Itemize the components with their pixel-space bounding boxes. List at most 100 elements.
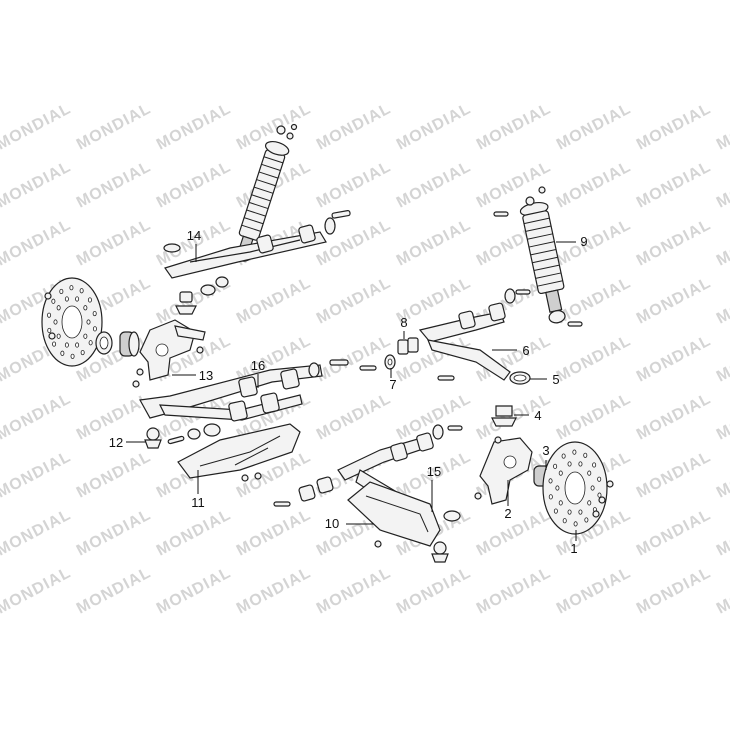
- callout-number: 2: [504, 506, 511, 521]
- disc-hole: [573, 521, 578, 527]
- disc-hole: [80, 349, 85, 356]
- watermark-text: MONDIAL: [154, 506, 234, 559]
- disc-hole: [555, 485, 560, 491]
- watermark-text: MONDIAL: [154, 158, 234, 211]
- watermark-text: MONDIAL: [314, 564, 394, 617]
- callout-number: 12: [109, 435, 123, 450]
- skid-plate-icon: [347, 481, 441, 548]
- watermark-text: MONDIAL: [554, 390, 634, 443]
- watermark-text: MONDIAL: [554, 100, 634, 153]
- bushing-icon: [397, 337, 419, 355]
- disc-hole: [83, 333, 88, 339]
- disc-hole: [592, 462, 597, 468]
- disc-hole: [584, 517, 589, 523]
- disc-hole: [47, 312, 52, 318]
- callout-number: 6: [522, 343, 529, 358]
- watermark-text: MONDIAL: [314, 158, 394, 211]
- disc-hole: [86, 319, 91, 325]
- callout-8: 8: [400, 315, 408, 339]
- callout-number: 7: [389, 377, 396, 392]
- watermark-text: MONDIAL: [394, 100, 474, 153]
- disc-hole: [75, 342, 80, 348]
- watermark-text: MONDIAL: [0, 506, 74, 559]
- watermark-text: MONDIAL: [714, 390, 730, 443]
- disc-hole: [590, 485, 595, 491]
- disc-hole: [587, 470, 592, 476]
- watermark-text: MONDIAL: [634, 216, 714, 269]
- watermark-text: MONDIAL: [714, 564, 730, 617]
- upper-a-arm-icon: [163, 210, 351, 296]
- callout-number: 16: [251, 358, 265, 373]
- disc-hole: [567, 509, 572, 515]
- watermark-text: MONDIAL: [714, 274, 730, 327]
- callout-7: 7: [389, 368, 397, 392]
- disc-hole: [79, 288, 84, 294]
- lower-a-arm-icon: [139, 359, 349, 445]
- wheel-bearing-icon: [95, 331, 140, 357]
- disc-hole: [51, 298, 56, 304]
- callout-number: 11: [191, 495, 205, 510]
- watermark-text: MONDIAL: [394, 564, 474, 617]
- watermark-text: MONDIAL: [74, 564, 154, 617]
- watermark-text: MONDIAL: [634, 506, 714, 559]
- disc-hole: [52, 341, 57, 347]
- disc-hole: [583, 452, 588, 458]
- disc-hole: [47, 327, 52, 334]
- watermark-text: MONDIAL: [394, 158, 474, 211]
- disc-hole: [578, 461, 583, 467]
- watermark-text: MONDIAL: [634, 390, 714, 443]
- watermark-text: MONDIAL: [0, 448, 74, 501]
- watermark-text: MONDIAL: [234, 506, 314, 559]
- disc-hole: [572, 449, 577, 455]
- shock-absorber-icon: [493, 186, 583, 327]
- callout-number: 15: [427, 464, 441, 479]
- watermark-text: MONDIAL: [0, 390, 74, 443]
- disc-hole: [69, 285, 74, 291]
- disc-hole: [553, 463, 558, 469]
- ball-joint-icon: [175, 291, 197, 315]
- callout-11: 11: [191, 470, 205, 510]
- disc-hole: [558, 470, 563, 476]
- watermark-text: MONDIAL: [554, 216, 634, 269]
- callout-5: 5: [530, 372, 560, 387]
- watermark-text: MONDIAL: [634, 158, 714, 211]
- watermark-text: MONDIAL: [634, 100, 714, 153]
- watermark-text: MONDIAL: [554, 564, 634, 617]
- watermark-text: MONDIAL: [234, 564, 314, 617]
- disc-hole: [92, 310, 97, 317]
- callout-number: 1: [570, 541, 577, 556]
- watermark-text: MONDIAL: [554, 332, 634, 385]
- disc-hole: [587, 500, 592, 506]
- callout-10: 10: [325, 516, 374, 531]
- watermark-text: MONDIAL: [74, 158, 154, 211]
- callout-12: 12: [109, 435, 146, 450]
- watermark-text: MONDIAL: [474, 506, 554, 559]
- watermark-text: MONDIAL: [74, 506, 154, 559]
- watermark-text: MONDIAL: [714, 158, 730, 211]
- callout-number: 9: [580, 234, 587, 249]
- callout-16: 16: [251, 358, 265, 388]
- watermark-text: MONDIAL: [474, 100, 554, 153]
- disc-hole: [562, 518, 567, 524]
- watermark-text: MONDIAL: [634, 274, 714, 327]
- disc-hole: [567, 461, 572, 467]
- ball-joint-icon: [144, 427, 162, 449]
- upper-a-arm-icon: [418, 288, 531, 381]
- watermark-text: MONDIAL: [154, 100, 234, 153]
- watermark-text: MONDIAL: [714, 100, 730, 153]
- disc-hole: [578, 509, 583, 515]
- disc-hole: [553, 508, 558, 514]
- watermark-text: MONDIAL: [0, 564, 74, 617]
- callout-number: 4: [534, 408, 541, 423]
- watermark-text: MONDIAL: [714, 332, 730, 385]
- callout-6: 6: [492, 343, 530, 358]
- ball-joint-icon: [491, 405, 517, 427]
- watermark-text: MONDIAL: [474, 390, 554, 443]
- watermark-text: MONDIAL: [234, 274, 314, 327]
- watermark-text: MONDIAL: [554, 158, 634, 211]
- callout-number: 10: [325, 516, 339, 531]
- steering-knuckle-icon: [132, 319, 206, 388]
